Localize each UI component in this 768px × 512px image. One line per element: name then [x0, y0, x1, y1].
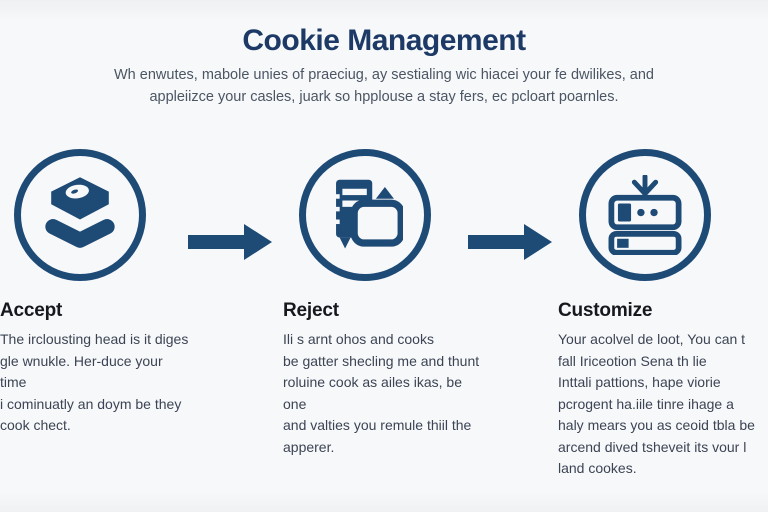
subtitle-line-1: Wh enwutes, mabole unies of praeciug, ay… [114, 67, 654, 83]
reject-line: Ili s arnt ohos and cooks [283, 331, 434, 347]
arrow-right-icon [468, 222, 552, 262]
reject-line: be gatter shecling me and thunt [283, 352, 480, 369]
page-subtitle: Wh enwutes, mabole unies of praeciug, ay… [0, 64, 768, 108]
document-card-icon [327, 174, 403, 256]
reject-line: roluine cook as ailes ikas, be one [283, 374, 462, 412]
customize-line: land cookes. [558, 460, 637, 476]
reject-heading: Reject [283, 300, 339, 321]
accept-heading: Accept [0, 300, 63, 321]
reject-line: apperer. [283, 438, 335, 455]
customize-heading: Customize [558, 300, 653, 321]
arrow-right-icon [188, 222, 272, 262]
cookie-stack-icon [44, 174, 116, 256]
reject-section: Reject Ili s arnt ohos and cooks be gatt… [283, 300, 488, 458]
customize-line: haly mears you as ceoid tbla be [558, 417, 755, 433]
customize-line: fall Iriceotion Sena th lie [558, 352, 707, 369]
customize-line: arcend dived tsheveit its vour l [558, 438, 747, 455]
customize-line: Your acolvel de loot, You can t [558, 331, 746, 347]
accept-line: i cominuatly an doym be they [0, 395, 182, 412]
accept-line: gle wnukle. Her-duce your time [0, 352, 163, 391]
accept-circle [14, 149, 146, 281]
accept-section: Accept The irclousting head is it diges … [0, 300, 190, 437]
customize-line: pcrogent ha.iile tinre ihage a [558, 395, 734, 412]
download-panels-icon [604, 175, 686, 255]
reject-circle [299, 149, 431, 281]
accept-line: The irclousting head is it diges [0, 331, 189, 347]
customize-line: Inttali pattions, hape viorie [558, 374, 721, 390]
subtitle-line-2: appleiizce your casles, juark so hpplous… [149, 89, 619, 105]
page-title: Cookie Management [242, 24, 526, 57]
customize-section: Customize Your acolvel de loot, You can … [558, 300, 766, 480]
customize-circle [579, 149, 711, 281]
accept-line: cook chect. [0, 417, 71, 433]
reject-line: and valties you remule thiil the [283, 417, 472, 433]
